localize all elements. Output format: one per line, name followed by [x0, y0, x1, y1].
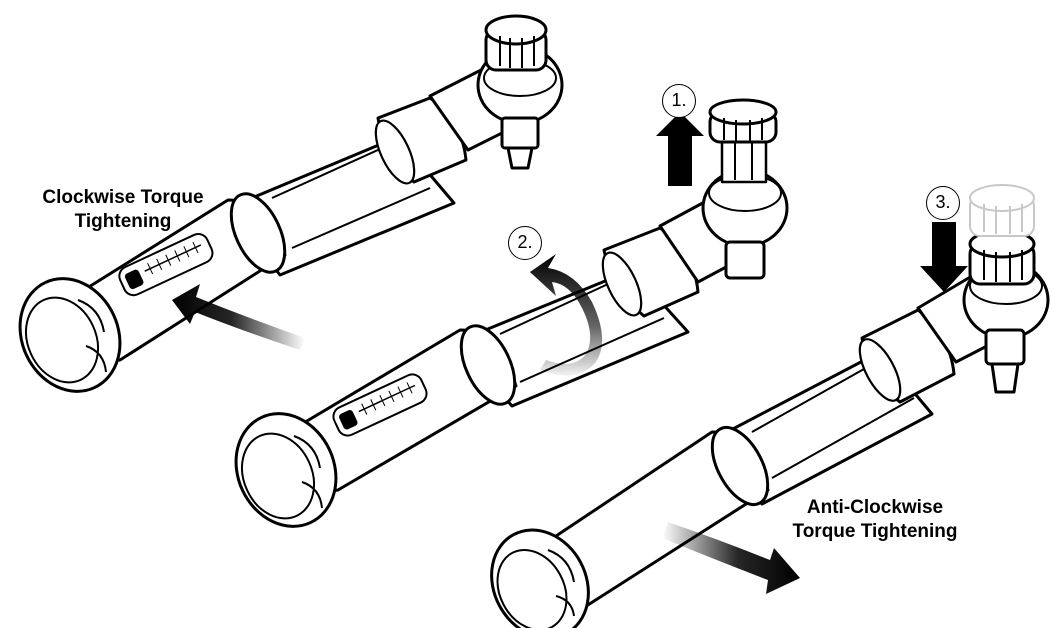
- anticlockwise-arrow: [662, 522, 800, 594]
- clockwise-label: Clockwise Torque Tightening: [18, 186, 228, 234]
- step-1-badge: 1.: [662, 84, 696, 118]
- step-2-badge: 2.: [508, 226, 542, 260]
- anticlockwise-label-line1: Anti-Clockwise: [806, 497, 944, 518]
- wrench-clockwise: [18, 14, 564, 393]
- clockwise-label-line2: Tightening: [74, 211, 172, 232]
- clockwise-label-line1: Clockwise Torque: [42, 187, 204, 208]
- wrench-anticlockwise: [490, 184, 1050, 628]
- clockwise-arrow: [172, 284, 305, 350]
- anticlockwise-label-line2: Torque Tightening: [792, 521, 958, 542]
- push-down-arrow: [920, 222, 968, 292]
- step-3-badge: 3.: [926, 186, 960, 220]
- wrench-adjusting: [234, 98, 789, 528]
- rotate-arrow: [530, 254, 603, 376]
- anticlockwise-label: Anti-Clockwise Torque Tightening: [780, 496, 970, 544]
- pull-up-arrow: [656, 112, 704, 186]
